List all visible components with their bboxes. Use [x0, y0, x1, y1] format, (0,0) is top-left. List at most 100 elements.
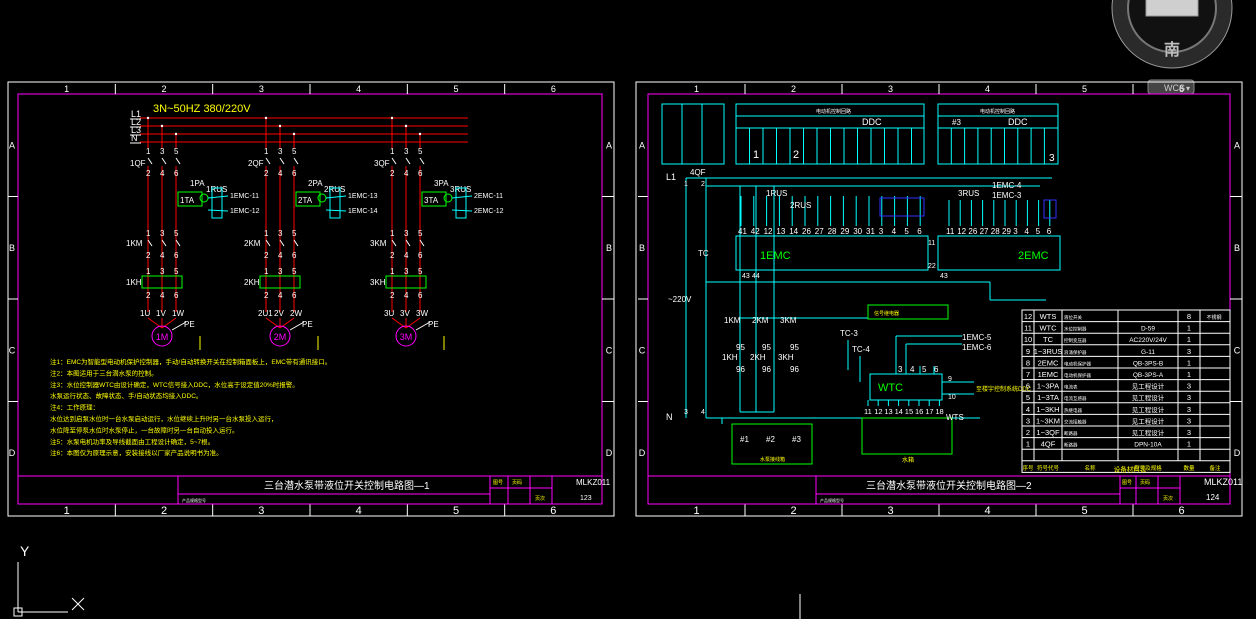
emc1-terminal: 13 — [776, 227, 785, 236]
sheet1-label-c: 页次 — [535, 495, 545, 502]
emc1-terminal: 29 — [840, 227, 849, 236]
terminal-label: 1 — [390, 229, 395, 238]
sheet2-code: MLKZ011 — [1204, 477, 1242, 487]
terminal-label: 1 — [146, 229, 151, 238]
note-line: 注5：水泵电机功率及导线截面由工程设计确定，5~7根。 — [50, 437, 214, 446]
emc-label-1: 1EMC-4 — [992, 181, 1022, 190]
bom-code: 1~3PA — [1037, 382, 1059, 391]
terminal-label: 5 — [292, 147, 297, 156]
grid-col-top: 3 — [259, 84, 264, 94]
contactor-label: 3KM — [370, 239, 387, 248]
wtc-terminal: 15 — [905, 407, 913, 416]
terminal-label: 3 — [278, 229, 283, 238]
bom-no: 10 — [1024, 335, 1032, 344]
sheet2-label-a: 图号 — [1122, 480, 1132, 486]
terminal-label: 2 — [146, 291, 151, 300]
grid-col-bottom: 4 — [356, 505, 362, 517]
qf4-label: 4QF — [690, 168, 706, 177]
table2-num-3: 3 — [1049, 153, 1055, 164]
grid-col-bottom: 3 — [887, 505, 893, 517]
bom-code: 2EMC — [1038, 358, 1059, 367]
bom-qty: 1 — [1187, 370, 1191, 379]
bom-spec: 见工程设计 — [1132, 405, 1165, 414]
grid-row-right: D — [1234, 448, 1241, 458]
emc1-terminal: 26 — [802, 227, 811, 236]
terminal-label: 4 — [160, 251, 165, 260]
emc1-terminal: 14 — [789, 227, 798, 236]
terminal-label: 5 — [174, 147, 179, 156]
bom-name: 电流互感器 — [1064, 395, 1087, 402]
note-line: 水位降至停泵水位时水泵停止，一台故障时另一台自动投入运行。 — [50, 425, 239, 434]
sheet2-page: 124 — [1206, 493, 1220, 502]
km2-label: 2KM — [752, 316, 769, 325]
rus3-label: 3RUS — [958, 189, 979, 198]
terminal-label: 2 — [390, 251, 395, 260]
bom-name: 断路器 — [1064, 442, 1078, 449]
wtc-top-terminal: 6 — [934, 365, 939, 374]
bom-header: 名称 — [1084, 464, 1096, 472]
sheet1-subtitle: 产品规格型号 — [182, 497, 206, 503]
bus-l3: L3 — [131, 125, 141, 135]
grid-row-left: B — [639, 243, 645, 253]
bom-spec: DPN-10A — [1134, 442, 1162, 449]
sheet1-code: MLKZ011 — [576, 478, 611, 487]
wtc-label: WTC — [878, 382, 903, 394]
emc1-terminal: 4 — [892, 227, 897, 236]
grid-col-top: 6 — [1179, 84, 1184, 94]
n96-2: 96 — [762, 365, 771, 374]
viewcube-face[interactable] — [1145, 0, 1199, 17]
emc-ref-label: 2EMC-11 — [474, 193, 503, 200]
ucs-y-label: Y — [20, 543, 30, 559]
bom-qty: 1 — [1187, 358, 1191, 367]
n44-label: 44 — [752, 273, 760, 280]
table1-title: 电动机控制回路 — [816, 108, 851, 115]
bom-spec: 见工程设计 — [1132, 416, 1165, 425]
motor-label: 1M — [156, 332, 169, 342]
grid-col-bottom: 6 — [550, 505, 556, 517]
bom-no: 9 — [1026, 347, 1030, 356]
terminal-label: 4 — [278, 169, 283, 178]
bom-name: 液位开关 — [1064, 314, 1082, 321]
wtc-terminal: 13 — [884, 407, 892, 416]
bom-code: 1~3KM — [1036, 416, 1060, 425]
grid-row-right: B — [1234, 243, 1240, 253]
relay-box-label: 信号继电器 — [874, 310, 899, 317]
grid-col-bottom: 2 — [161, 505, 167, 517]
table1-num-1: 1 — [753, 149, 759, 161]
terminal-label: 6 — [292, 251, 297, 260]
phase-u-label: 3U — [384, 309, 394, 318]
bom-header: 数量 — [1183, 464, 1195, 472]
terminal-label: 2 — [264, 169, 269, 178]
phase-u-label: 2U1 — [258, 309, 273, 318]
emc1-terminal: 28 — [828, 227, 837, 236]
tc3-label: TC-3 — [840, 329, 858, 338]
grid-col-top: 2 — [791, 84, 796, 94]
breaker-label: 3QF — [374, 159, 390, 168]
n96-1: 96 — [736, 365, 745, 374]
terminal-label: 6 — [292, 169, 297, 178]
bom-name: 控制变压器 — [1064, 337, 1087, 344]
supply-label: 3N~50HZ 380/220V — [153, 103, 251, 115]
bom-header: 序号 — [1022, 464, 1034, 472]
wtc-terminal: 12 — [874, 407, 882, 416]
ddc-label: 至楼宇控制系统DDC — [976, 385, 1032, 393]
n95-3: 95 — [790, 343, 799, 352]
terminal-label: 3 — [160, 147, 165, 156]
bom-no: 11 — [1024, 324, 1032, 333]
ammeter-label: 2PA — [308, 179, 323, 188]
terminal-label: 6 — [418, 169, 423, 178]
sheet1-title: 三台潜水泵带液位开关控制电路图—1 — [264, 479, 430, 492]
ammeter-label: 3PA — [434, 179, 449, 188]
blue-contacts — [879, 197, 1057, 219]
bom-no: 1 — [1026, 440, 1030, 449]
emc2-terminal: 6 — [1047, 227, 1052, 236]
sheet2-label-c: 页次 — [1163, 495, 1173, 502]
grid-row-left: A — [639, 140, 645, 150]
terminal-label: 3 — [404, 229, 409, 238]
bom-qty: 3 — [1187, 347, 1191, 356]
terminal-label: 1 — [390, 147, 395, 156]
